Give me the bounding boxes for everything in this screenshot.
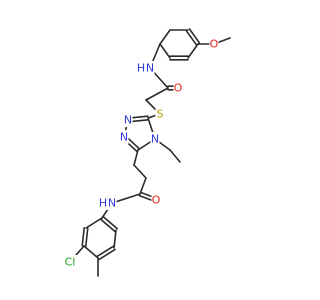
atom-label-h-am2-backdrop — [98, 196, 108, 210]
atom-label-n-am1-backdrop — [145, 61, 155, 75]
bond-A6-A1 — [159, 43, 171, 59]
atom-label-o-am1: O — [174, 82, 183, 95]
bond-Cc1-Cch2 — [145, 87, 169, 101]
bond-B5-B6 — [113, 229, 117, 249]
atom-label-s-backdrop — [155, 107, 165, 121]
atom-label-n-t2: N — [120, 131, 128, 144]
bond-A1-A2 — [159, 29, 171, 45]
atom-label-n-t4: N — [151, 133, 159, 146]
bond-B4-B5-a — [98, 248, 116, 261]
bond-B4-B5-b — [96, 245, 114, 258]
bond-P2-Cc2 — [139, 177, 147, 195]
atom-label-h-am2: H — [99, 197, 107, 210]
atom-label-n-am1: N — [146, 62, 154, 75]
bond-B6-B1-a — [102, 215, 118, 230]
atom-label-o-me: O — [210, 38, 219, 51]
bond-B3-B4 — [83, 245, 99, 259]
atom-label-n-am2-backdrop — [107, 196, 117, 210]
atom-label-cl: Cl — [65, 256, 76, 269]
atom-label-n-t1-backdrop — [123, 113, 133, 127]
bond-Et1-Et2 — [169, 149, 181, 163]
bond-A4-A5 — [187, 43, 199, 59]
bond-Cc2-Nam2 — [111, 193, 141, 204]
bond-A3-A4-b — [188, 28, 201, 44]
atom-label-o-me-backdrop — [209, 37, 219, 51]
atom-label-n-am2: N — [108, 197, 116, 210]
atom-label-h-am1: H — [137, 62, 145, 75]
bond-B2-B3-b — [84, 227, 89, 247]
atom-label-n-t2-backdrop — [119, 130, 129, 144]
bond-P1-P2 — [133, 164, 147, 179]
bond-B2-B3-a — [81, 227, 86, 247]
atom-label-n-t1: N — [124, 114, 132, 127]
atom-label-n-t4-backdrop — [150, 132, 160, 146]
bond-B1-B2 — [85, 217, 103, 229]
atom-label-h-am1-backdrop — [136, 61, 146, 75]
atom-label-o-am2: O — [152, 194, 161, 207]
bond-A3-A4-a — [185, 30, 198, 46]
atom-label-o-am1-backdrop — [173, 81, 183, 95]
bond-T_C3-P1 — [133, 149, 139, 166]
atom-label-o-am2-backdrop — [151, 193, 161, 207]
atom-label-cl-backdrop — [62, 255, 78, 269]
atom-label-s: S — [157, 108, 164, 121]
bond-B6-B1-b — [100, 218, 116, 233]
